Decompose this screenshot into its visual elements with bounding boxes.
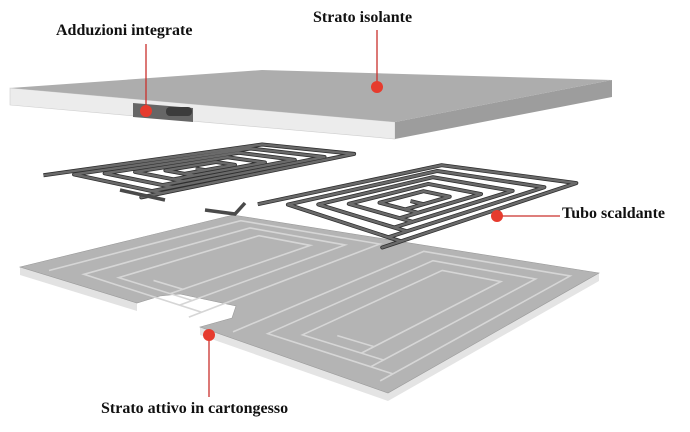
- heating-pipe-inlet: [119, 188, 166, 202]
- marker-insulating-layer: [371, 81, 383, 93]
- label-active-layer: Strato attivo in cartongesso: [101, 400, 289, 417]
- heating-pipe-left-coil: [43, 143, 356, 199]
- plate-top-face: [18, 214, 600, 394]
- supply-pipe: [166, 107, 192, 116]
- insulating-layer: [9, 70, 612, 140]
- plate-groove-right: [232, 250, 573, 382]
- marker-integrated-supplies: [140, 105, 152, 117]
- gypsum-active-layer: [18, 214, 600, 401]
- heating-pipe: [43, 142, 579, 250]
- label-insulating-layer: Strato isolante: [313, 9, 413, 26]
- plate-front-left-face: [20, 267, 137, 311]
- heating-pipe-right-coil: [257, 163, 578, 249]
- slab-right-face: [395, 80, 612, 139]
- label-integrated-supplies: Adduzioni integrate: [56, 22, 193, 39]
- marker-active-layer: [203, 329, 215, 341]
- slab-top-face: [10, 70, 612, 122]
- label-heating-pipe: Tubo scaldante: [562, 205, 665, 222]
- heating-pipe-connector: [204, 201, 247, 216]
- leader-lines: [140, 30, 560, 397]
- plate-groove-left: [48, 219, 383, 318]
- plate-front-right-face: [200, 273, 599, 401]
- marker-heating-pipe: [491, 210, 503, 222]
